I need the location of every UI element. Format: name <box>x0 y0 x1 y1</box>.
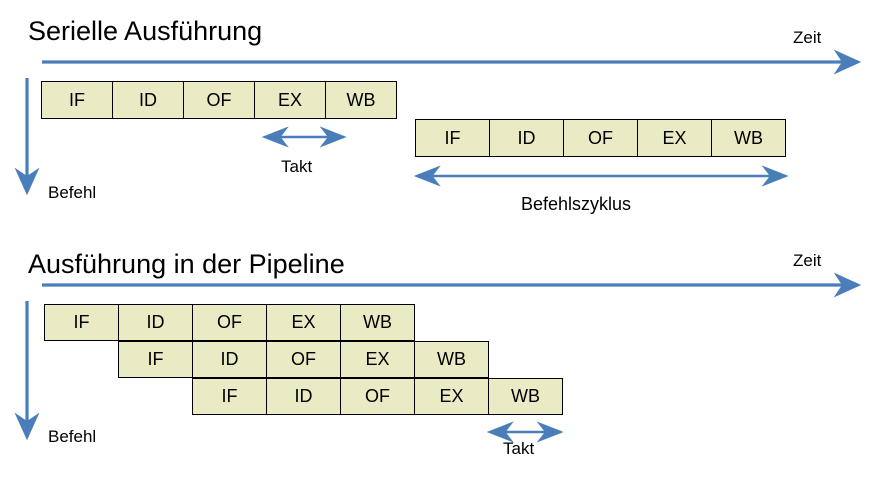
cell-serial-r2-wb: WB <box>711 119 786 157</box>
cell-pipeline-r1-of: OF <box>192 304 267 341</box>
pipeline-instruction-axis-label: Befehl <box>48 427 97 446</box>
cell-serial-r1-of: OF <box>183 81 255 119</box>
cell-pipeline-r3-of: OF <box>340 378 415 415</box>
cell-serial-r1-if: IF <box>41 81 113 119</box>
cell-serial-r2-ex: EX <box>637 119 712 157</box>
cell-pipeline-r2-of: OF <box>266 341 341 378</box>
serial-section-title: Serielle Ausführung <box>28 16 263 46</box>
cell-serial-r1-ex: EX <box>254 81 326 119</box>
serial-time-axis-label: Zeit <box>793 28 822 47</box>
pipeline-section-title: Ausführung in der Pipeline <box>28 249 345 279</box>
cell-pipeline-r1-wb: WB <box>340 304 415 341</box>
serial-instruction-cycle-label: Befehlszyklus <box>521 194 632 214</box>
cell-pipeline-r2-id: ID <box>192 341 267 378</box>
cell-pipeline-r3-wb: WB <box>488 378 563 415</box>
serial-clock-label: Takt <box>281 157 313 176</box>
cell-serial-r1-id: ID <box>112 81 184 119</box>
pipeline-clock-label: Takt <box>503 439 535 458</box>
cell-pipeline-r1-if: IF <box>44 304 119 341</box>
cell-pipeline-r2-wb: WB <box>414 341 489 378</box>
cell-serial-r2-if: IF <box>415 119 490 157</box>
cell-pipeline-r1-id: ID <box>118 304 193 341</box>
cell-pipeline-r3-if: IF <box>192 378 267 415</box>
cell-pipeline-r1-ex: EX <box>266 304 341 341</box>
cell-pipeline-r3-ex: EX <box>414 378 489 415</box>
cell-pipeline-r2-ex: EX <box>340 341 415 378</box>
cell-pipeline-r3-id: ID <box>266 378 341 415</box>
cell-pipeline-r2-if: IF <box>118 341 193 378</box>
cell-serial-r2-id: ID <box>489 119 564 157</box>
cell-serial-r2-of: OF <box>563 119 638 157</box>
pipeline-time-axis-label: Zeit <box>793 251 822 270</box>
cell-serial-r1-wb: WB <box>325 81 397 119</box>
serial-instruction-axis-label: Befehl <box>48 183 97 202</box>
